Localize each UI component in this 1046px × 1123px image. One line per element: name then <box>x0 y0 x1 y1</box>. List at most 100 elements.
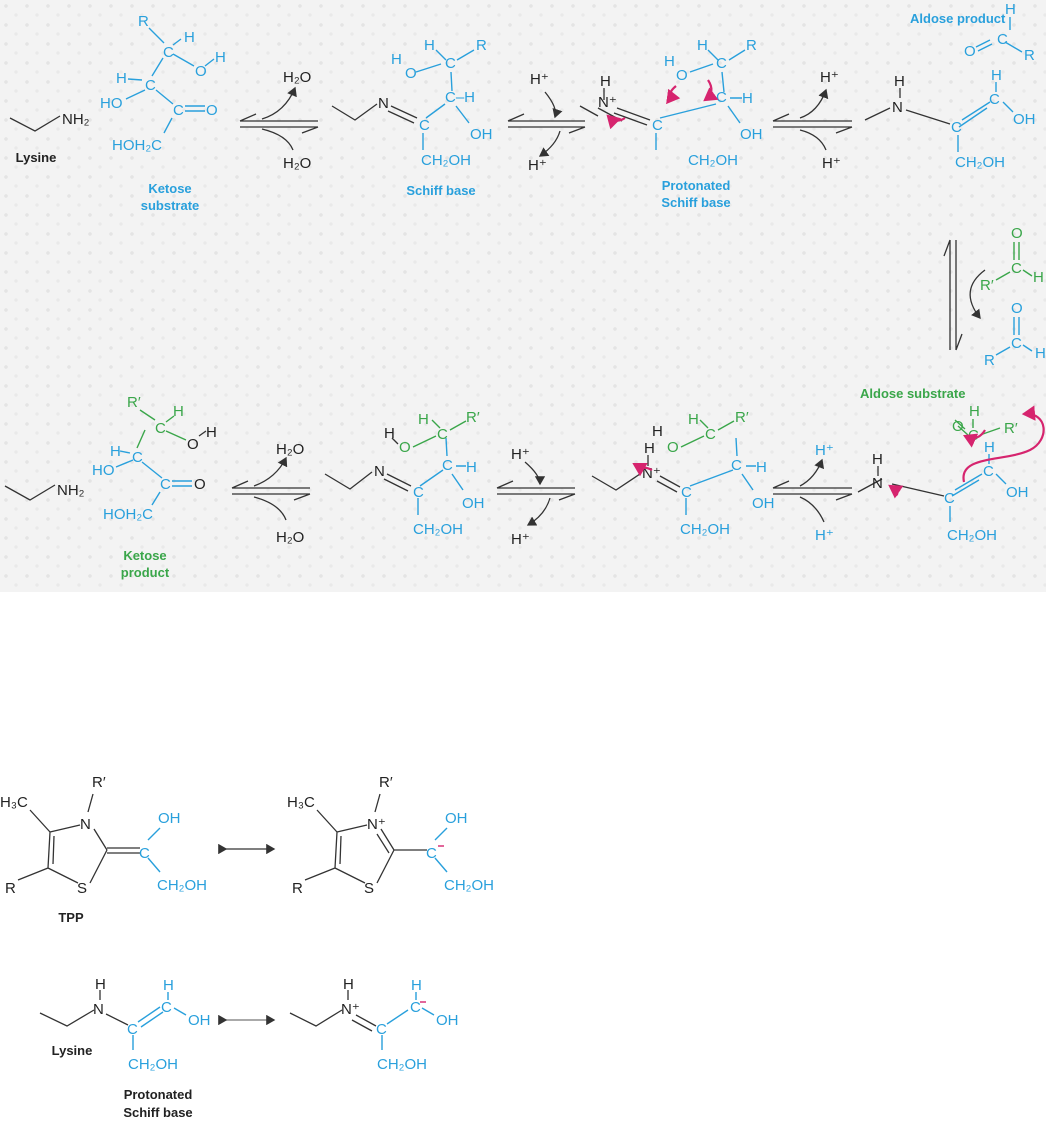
atom-label: N <box>374 463 385 480</box>
equilibrium-arrow-3: H⁺ H⁺ <box>772 69 853 172</box>
proton-label: H⁺ <box>815 527 834 544</box>
atom-label: CH₂OH <box>421 152 471 169</box>
atom-label: R <box>5 880 16 897</box>
atom-label: OH <box>158 810 181 827</box>
atom-label: R′ <box>466 409 480 426</box>
aldose-product: Aldose product H C O R <box>910 1 1035 64</box>
lysine-caption: Lysine <box>52 1043 93 1058</box>
atom-label: CH₂OH <box>413 521 463 538</box>
atom-label: H <box>644 440 655 457</box>
curved-arrow <box>261 86 297 120</box>
lysine-chain <box>579 105 599 117</box>
enamine-top: H N C C H OH CH₂OH <box>864 67 1036 171</box>
atom-label: R′ <box>735 409 749 426</box>
electron-push-arrow <box>888 484 904 499</box>
lysine-caption: Lysine <box>16 150 57 165</box>
equilibrium-arrow-2: H⁺ H⁺ <box>507 71 586 174</box>
atom-label: HOH₂C <box>103 506 153 523</box>
enamine-bonds <box>39 990 129 1027</box>
curved-arrow <box>526 497 551 526</box>
atom-label: H <box>184 29 195 46</box>
atom-label: CH₂OH <box>955 154 1005 171</box>
atom-label: H <box>384 425 395 442</box>
atom-label: C <box>968 427 979 444</box>
atom-label: C <box>413 484 424 501</box>
atom-label: C <box>419 117 430 134</box>
equilibrium-arrows <box>943 239 963 351</box>
atom-label: OH <box>188 1012 211 1029</box>
atom-label: O <box>1011 225 1023 242</box>
atom-label: CH₂OH <box>128 1056 178 1073</box>
atom-label: HOH₂C <box>112 137 162 154</box>
ketose-substrate: R H C O H H C HO C O HOH₂C Ketose substr… <box>100 13 226 213</box>
imine-bond <box>387 105 418 124</box>
atom-label: C <box>127 1021 138 1038</box>
atom-label: S <box>77 880 87 897</box>
schiff-bonds <box>415 49 475 150</box>
atom-label: H₃C <box>0 794 28 811</box>
curved-arrow <box>799 496 825 523</box>
atom-label: CH₂OH <box>444 877 494 894</box>
atom-label: CH₂OH <box>157 877 207 894</box>
proton-label: H⁺ <box>511 531 530 548</box>
atom-label: N⁺ <box>341 1001 360 1018</box>
equilibrium-arrow-1: H₂O H₂O <box>239 69 319 172</box>
atom-label: H <box>688 411 699 428</box>
equilibrium-arrow-6: H⁺ H⁺ <box>772 442 853 544</box>
ketose-substrate-caption: Ketose <box>148 181 191 196</box>
atom-label: R <box>476 37 487 54</box>
atom-label: H <box>872 451 883 468</box>
ketose-substrate-caption: substrate <box>141 198 200 213</box>
enamine-bonds <box>864 88 951 125</box>
atom-label: N⁺ <box>367 816 386 833</box>
protonated-schiff-base: H N⁺ C C H OH C H R H O CH₂OH Protonated… <box>579 37 763 210</box>
atom-label: C <box>139 845 150 862</box>
atom-label: R′ <box>980 277 994 294</box>
atom-label: CH₂OH <box>688 152 738 169</box>
enamine-left: H N C C H OH CH₂OH Lysine Protonated Sch… <box>39 976 211 1120</box>
atom-label: H <box>756 459 767 476</box>
atom-label: H <box>163 977 174 994</box>
ketose-bonds <box>198 430 207 437</box>
protonated-caption: Protonated <box>124 1087 193 1102</box>
tpp-caption: TPP <box>58 910 84 925</box>
proton-label: H⁺ <box>511 446 530 463</box>
atom-label: R′ <box>1004 420 1018 437</box>
atom-label: OH <box>470 126 493 143</box>
atom-label: H <box>1005 1 1016 18</box>
atom-label: OH <box>1013 111 1036 128</box>
atom-label: R <box>1024 47 1035 64</box>
atom-label: N⁺ <box>598 94 617 111</box>
lysine-chain <box>331 103 378 121</box>
atom-label: C <box>951 119 962 136</box>
tpp-left: H₃C R′ N S R C OH CH₂OH TPP <box>0 774 207 925</box>
electron-push-arrow <box>632 462 653 477</box>
atom-label: C <box>426 845 437 862</box>
atom-label: C <box>731 457 742 474</box>
atom-label: H <box>173 403 184 420</box>
atom-label: H <box>1035 345 1046 362</box>
atom-label: H <box>215 49 226 66</box>
aldose-product-caption: Aldose product <box>910 11 1006 26</box>
atom-label: O <box>1011 300 1023 317</box>
atom-label: OH <box>740 126 763 143</box>
iminium-bond <box>656 475 681 493</box>
lysine-chain <box>9 115 61 132</box>
atom-label: N <box>892 99 903 116</box>
atom-label: H <box>110 443 121 460</box>
equilibrium-arrows <box>496 480 576 501</box>
atom-label: CH₂OH <box>680 521 730 538</box>
ketose-product-caption: product <box>121 565 170 580</box>
atom-label: H <box>600 73 611 90</box>
enamine-right: H N⁺ C C H OH CH₂OH <box>289 976 459 1073</box>
atom-label: C <box>997 31 1008 48</box>
atom-label: C <box>989 91 1000 108</box>
atom-label: H <box>984 439 995 456</box>
atom-label: S <box>364 880 374 897</box>
atom-label: N <box>378 95 389 112</box>
curved-arrow <box>799 458 825 487</box>
atom-label: C <box>983 463 994 480</box>
atom-label: O <box>667 439 679 456</box>
atom-label: OH <box>752 495 775 512</box>
atom-label: C <box>155 420 166 437</box>
